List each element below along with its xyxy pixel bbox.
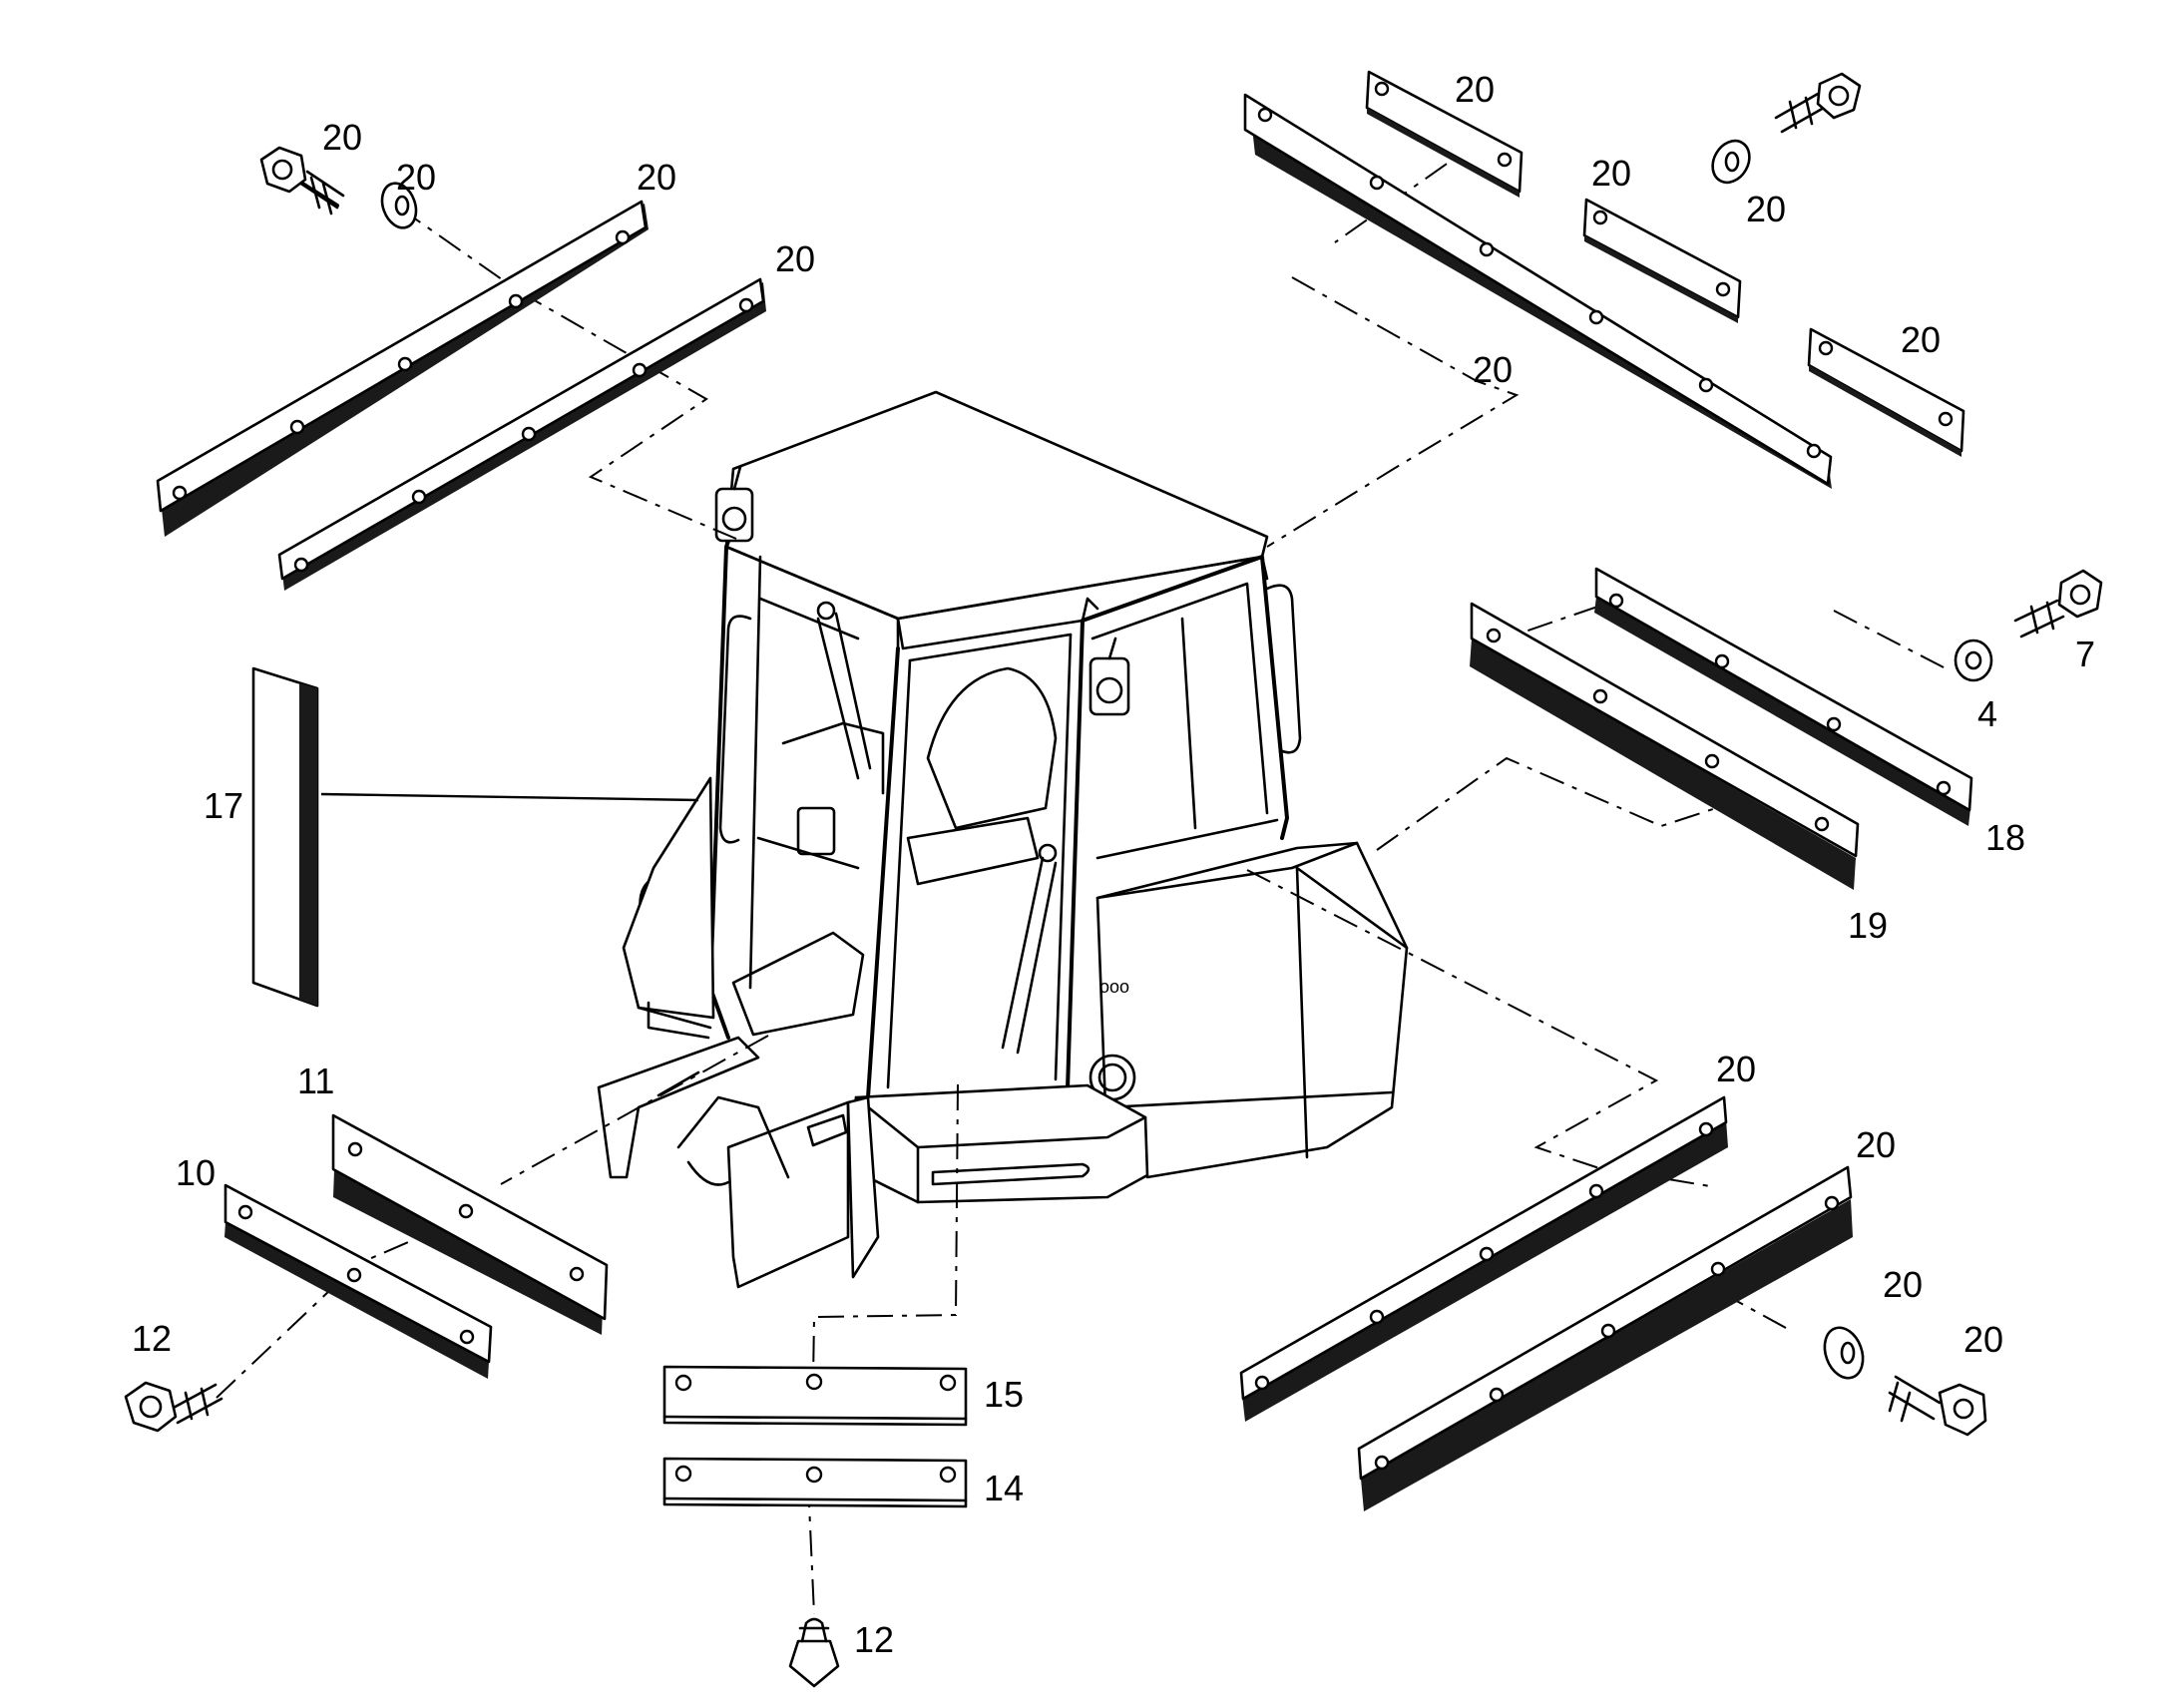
- plate-20-short-1: [1365, 70, 1524, 194]
- callout-label: 20: [1455, 69, 1495, 110]
- plate-20-bottom-right-b: [1357, 1165, 1853, 1481]
- callout-label: 20: [637, 157, 676, 198]
- svg-text:ooo: ooo: [1099, 977, 1129, 997]
- callout-label: 20: [1716, 1049, 1756, 1089]
- callout-label: 20: [1473, 349, 1513, 390]
- callout-label: 15: [984, 1374, 1024, 1415]
- cab-body: [639, 390, 1302, 1099]
- plates: [156, 70, 1973, 1511]
- plate-holes: [172, 229, 631, 501]
- fitting-12-bottom: [788, 1617, 840, 1688]
- callout-label: 17: [204, 785, 243, 826]
- callout-label: 20: [775, 238, 815, 279]
- callout-label: 4: [1977, 693, 1997, 734]
- washer-top-right: [1711, 139, 1751, 185]
- callout-label: 11: [297, 1061, 334, 1101]
- leader-17: [320, 792, 699, 802]
- bolt-bottom-right: [1888, 1375, 1987, 1437]
- callout-label: 20: [1963, 1319, 2003, 1360]
- callout-label: 18: [1985, 817, 2025, 858]
- fasteners: [124, 72, 2103, 1688]
- callout-label: 20: [1883, 1264, 1923, 1305]
- plate-20-top-left-b: [277, 277, 765, 581]
- callout-label: 20: [322, 117, 362, 158]
- callout-label: 14: [984, 1468, 1024, 1508]
- callout-label: 19: [1848, 905, 1888, 946]
- plate-20-top-right-long: [1243, 93, 1833, 486]
- alignment-lines: [216, 135, 1947, 1615]
- plate-20-short-2: [1582, 198, 1742, 319]
- callouts: 20 20 20 20 20 20 20 20 20 7 4 18 19 17 …: [132, 69, 2095, 1660]
- chassis-lower: ooo: [597, 776, 1409, 1289]
- callout-label: 10: [176, 1152, 216, 1193]
- plate-20-top-left-a: [156, 200, 648, 513]
- bolt-7: [2013, 569, 2103, 639]
- callout-label: 12: [132, 1318, 172, 1359]
- callout-label: 7: [2075, 634, 2095, 674]
- plate-11: [331, 1113, 609, 1321]
- callout-label: 20: [1901, 319, 1941, 360]
- plate-19: [1470, 602, 1860, 858]
- bolt-top-left: [259, 146, 345, 215]
- callout-label: 12: [854, 1619, 894, 1660]
- bolt-12-left: [124, 1381, 223, 1433]
- callout-label: 20: [1856, 1124, 1896, 1165]
- callout-label: 20: [396, 157, 436, 198]
- callout-label: 20: [1746, 189, 1786, 229]
- callout-label: 20: [1591, 153, 1631, 194]
- washer-4: [1954, 639, 1993, 682]
- washer-bottom-right: [1823, 1326, 1865, 1380]
- bolt-top-right: [1774, 72, 1862, 134]
- plate-15: [662, 1365, 968, 1427]
- plate-18: [1594, 567, 1973, 812]
- washer-top-left: [380, 182, 418, 229]
